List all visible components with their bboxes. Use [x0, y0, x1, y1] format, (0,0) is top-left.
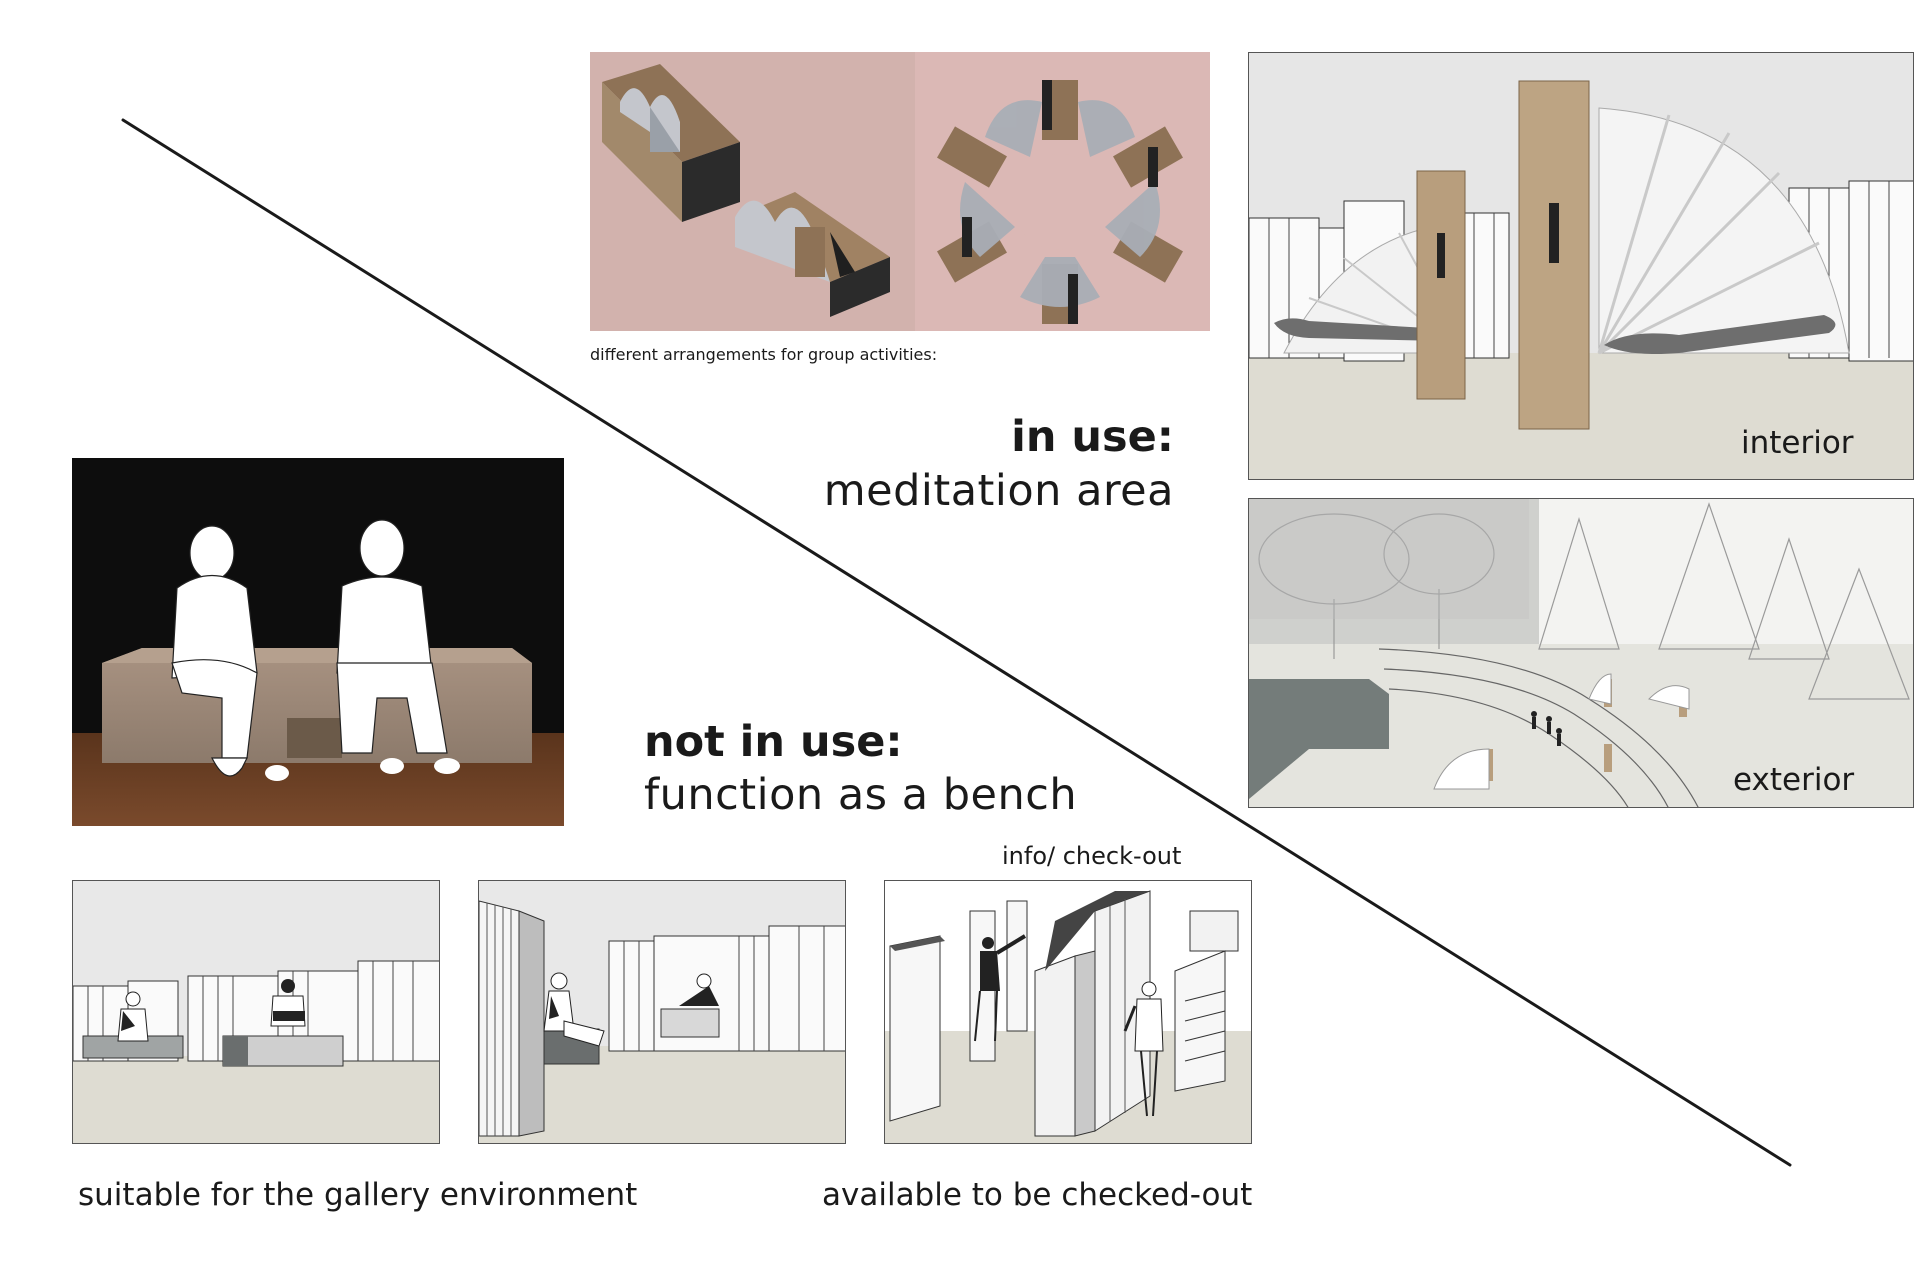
gallery-checkout-render: [884, 880, 1252, 1144]
in-use-subtitle: meditation area: [823, 466, 1174, 516]
checkout-caption: available to be checked-out: [822, 1177, 1253, 1213]
info-checkout-label: info/ check-out: [1002, 842, 1182, 870]
not-in-use-title: not in use:: [644, 717, 903, 767]
not-in-use-subtitle: function as a bench: [644, 770, 1078, 820]
gallery-environment-caption: suitable for the gallery environment: [78, 1177, 638, 1213]
bench-module-left-1: [602, 64, 740, 222]
arrangements-caption: different arrangements for group activit…: [590, 345, 938, 364]
interior-label: interior: [1741, 425, 1854, 461]
interior-render: [1248, 52, 1914, 480]
in-use-title: in use:: [1011, 412, 1174, 462]
bench-module-left-2: [735, 192, 890, 317]
gallery-bench-render: [72, 880, 440, 1144]
ring-arrangement: [937, 80, 1183, 324]
gallery-meditation-render: [478, 880, 846, 1144]
exterior-render: [1248, 498, 1914, 808]
bench-photo: [72, 458, 564, 826]
arrangements-image: [590, 52, 1210, 331]
exterior-label: exterior: [1733, 762, 1855, 798]
